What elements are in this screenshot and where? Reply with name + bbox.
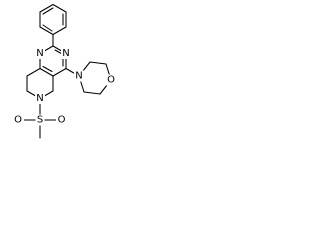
chemical-structure-diagram: N N N O N S O O: [13, 3, 117, 139]
atom-ring-n-top-right: N: [61, 48, 71, 59]
atom-sulfur: S: [35, 114, 45, 126]
atom-sulfonyl-o-left: O: [13, 114, 24, 126]
atom-piperidine-n: N: [35, 93, 45, 104]
svg-text:N: N: [75, 71, 82, 82]
svg-text:O: O: [107, 75, 115, 86]
atom-morpholine-n: N: [74, 70, 84, 82]
svg-text:S: S: [37, 115, 43, 126]
svg-text:O: O: [14, 115, 22, 126]
atom-sulfonyl-o-right: O: [56, 114, 67, 126]
atom-morpholine-o: O: [105, 74, 117, 86]
svg-text:N: N: [36, 93, 43, 104]
svg-text:O: O: [58, 115, 66, 126]
atom-ring-n-top-left: N: [35, 48, 45, 59]
svg-text:N: N: [36, 48, 43, 59]
svg-text:N: N: [62, 48, 69, 59]
